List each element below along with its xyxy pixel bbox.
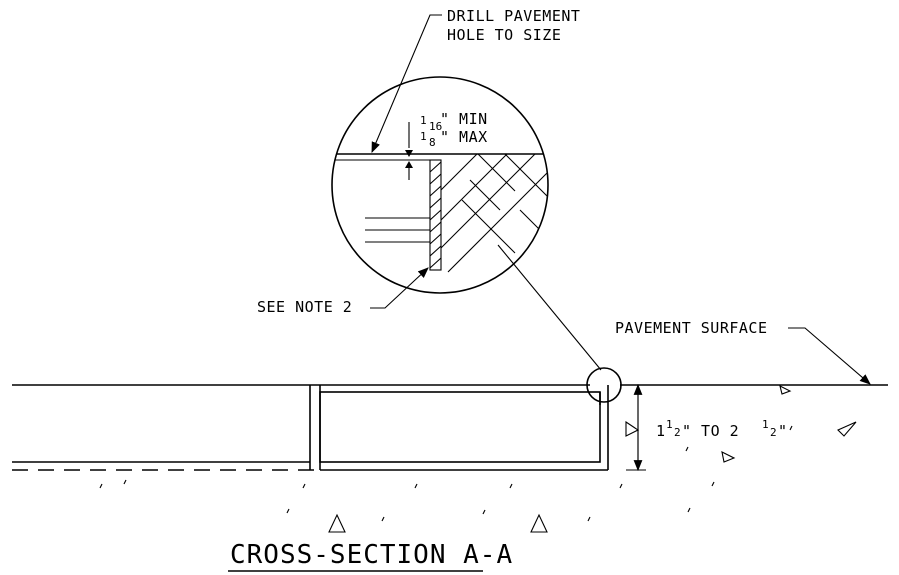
depth-a-den: 2 xyxy=(674,426,681,439)
max-den: 8 xyxy=(429,136,436,149)
depth-a-whole: 1 xyxy=(656,422,666,440)
sealant-hatch xyxy=(429,161,442,269)
max-num: 1 xyxy=(420,130,427,143)
depth-end: " xyxy=(778,422,788,440)
depth-b-den: 2 xyxy=(770,426,777,439)
joint-detail-marker xyxy=(586,367,622,403)
drill-label-line1: DRILL PAVEMENT xyxy=(447,7,580,25)
drill-label-line2: HOLE TO SIZE xyxy=(447,26,561,44)
depth-dimension: 1 1 2 " TO 2 1 2 " xyxy=(626,383,788,472)
detail-circle xyxy=(331,76,549,294)
note-callout: SEE NOTE 2 xyxy=(257,267,429,316)
section-title-group: CROSS-SECTION A-A xyxy=(228,540,513,572)
loop-wires xyxy=(365,217,430,243)
min-text: " MIN xyxy=(440,110,488,128)
pavement-hatch xyxy=(440,153,548,273)
aggregate-marks xyxy=(99,384,857,533)
see-note-label: SEE NOTE 2 xyxy=(257,298,352,316)
max-text: " MAX xyxy=(440,128,488,146)
min-num: 1 xyxy=(420,114,427,127)
drill-callout: DRILL PAVEMENT HOLE TO SIZE xyxy=(371,7,580,154)
detail-leader xyxy=(497,244,602,371)
pavement-callout: PAVEMENT SURFACE xyxy=(615,319,871,385)
cross-section xyxy=(12,367,888,471)
min-den: 16 xyxy=(429,120,442,133)
depth-b-num: 1 xyxy=(762,418,769,431)
depth-a-num: 1 xyxy=(666,418,673,431)
section-title: CROSS-SECTION A-A xyxy=(230,540,513,570)
depth-mid: " TO 2 xyxy=(682,422,739,440)
pavement-surface-label: PAVEMENT SURFACE xyxy=(615,319,768,337)
tolerance-callout: 1 16 " MIN 1 8 " MAX xyxy=(420,110,488,149)
